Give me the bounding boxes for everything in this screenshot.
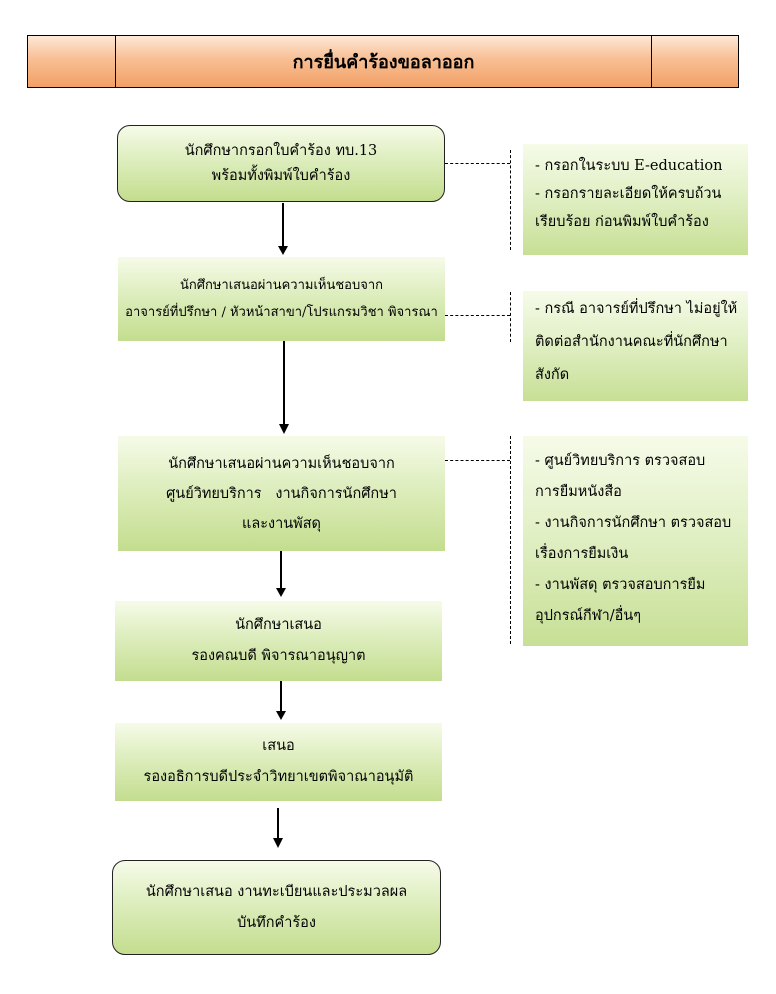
- note-1-line-1: - กรอกในระบบ E-education: [535, 158, 723, 174]
- note-3-line-5: - งานพัสดุ ตรวจสอบการยืม: [535, 577, 706, 593]
- title-right-cell: [652, 36, 738, 87]
- note-2-line-3: สังกัด: [535, 367, 570, 383]
- note-checks: - ศูนย์วิทยบริการ ตรวจสอบ การยืมหนังสือ …: [523, 436, 748, 646]
- note-3-line-2: การยืมหนังสือ: [535, 484, 622, 500]
- step-3-line-3: และงานพัสดุ: [242, 515, 321, 532]
- dashed-bracket-3: [510, 436, 511, 644]
- step-4-line-2: รองคณบดี พิจารณาอนุญาต: [191, 648, 366, 664]
- step-registrar: นักศึกษาเสนอ งานทะเบียนและประมวลผล บันทึ…: [112, 860, 441, 955]
- step-vice-president: เสนอ รองอธิการบดีประจำวิทยาเขตพิจาณาอนุม…: [115, 723, 442, 801]
- page-title: การยื่นคำร้องขอลาออก: [292, 52, 475, 73]
- note-advisor-absent: - กรณี อาจารย์ที่ปรึกษา ไม่อยู่ให้ ติดต่…: [523, 291, 748, 401]
- step-5-line-2: รองอธิการบดีประจำวิทยาเขตพิจาณาอนุมัติ: [143, 769, 414, 785]
- dashed-bracket-1: [510, 150, 511, 250]
- title-bar: การยื่นคำร้องขอลาออก: [27, 35, 739, 88]
- title-center-cell: การยื่นคำร้องขอลาออก: [116, 36, 652, 87]
- note-3-line-4: เรื่องการยืมเงิน: [535, 546, 629, 562]
- dashed-connector-1: [445, 163, 510, 164]
- arrow-1-head: [278, 246, 288, 255]
- step-service-approval: นักศึกษาเสนอผ่านความเห็นชอบจาก ศูนย์วิทย…: [118, 436, 445, 551]
- dashed-bracket-2: [510, 292, 511, 342]
- step-2-line-1: นักศึกษาเสนอผ่านความเห็นชอบจาก: [179, 278, 384, 293]
- arrow-2-head: [279, 424, 289, 434]
- step-1-line-1: นักศึกษากรอกใบคำร้อง ทบ.13: [184, 142, 378, 159]
- step-4-line-1: นักศึกษาเสนอ: [235, 617, 322, 633]
- step-5-line-1: เสนอ: [262, 738, 295, 754]
- note-2-line-1: - กรณี อาจารย์ที่ปรึกษา ไม่อยู่ให้: [535, 301, 738, 317]
- note-1-line-3: เรียบร้อย ก่อนพิมพ์ใบคำร้อง: [535, 214, 709, 230]
- title-left-cell: [28, 36, 116, 87]
- step-2-line-2: อาจารย์ที่ปรึกษา / หัวหน้าสาขา/โปรแกรมวิ…: [125, 305, 438, 320]
- note-3-line-6: อุปกรณ์กีฬา/อื่นๆ: [535, 608, 642, 624]
- note-3-line-1: - ศูนย์วิทยบริการ ตรวจสอบ: [535, 453, 706, 469]
- step-3-line-1: นักศึกษาเสนอผ่านความเห็นชอบจาก: [168, 455, 395, 472]
- note-3-line-3: - งานกิจการนักศึกษา ตรวจสอบ: [535, 515, 732, 531]
- step-3-line-2: ศูนย์วิทยบริการ งานกิจการนักศึกษา: [166, 485, 397, 502]
- step-fill-form: นักศึกษากรอกใบคำร้อง ทบ.13 พร้อมทั้งพิมพ…: [117, 125, 445, 202]
- note-fill-form: - กรอกในระบบ E-education - กรอกรายละเอีย…: [523, 144, 748, 255]
- step-1-line-2: พร้อมทั้งพิมพ์ใบคำร้อง: [211, 167, 351, 184]
- note-1-line-2: - กรอกรายละเอียดให้ครบถ้วน: [535, 186, 722, 202]
- step-6-line-1: นักศึกษาเสนอ งานทะเบียนและประมวลผล: [145, 883, 408, 900]
- note-2-line-2: ติดต่อสำนักงานคณะที่นักศึกษา: [535, 334, 728, 350]
- arrow-3-head: [276, 588, 286, 597]
- arrow-5-head: [273, 838, 283, 848]
- dashed-connector-3: [445, 460, 510, 461]
- step-6-line-2: บันทึกคำร้อง: [237, 914, 316, 931]
- step-advisor-approval: นักศึกษาเสนอผ่านความเห็นชอบจาก อาจารย์ที…: [118, 257, 445, 341]
- step-deputy-dean: นักศึกษาเสนอ รองคณบดี พิจารณาอนุญาต: [115, 601, 442, 681]
- arrow-4-head: [276, 711, 286, 720]
- dashed-connector-2: [445, 315, 510, 316]
